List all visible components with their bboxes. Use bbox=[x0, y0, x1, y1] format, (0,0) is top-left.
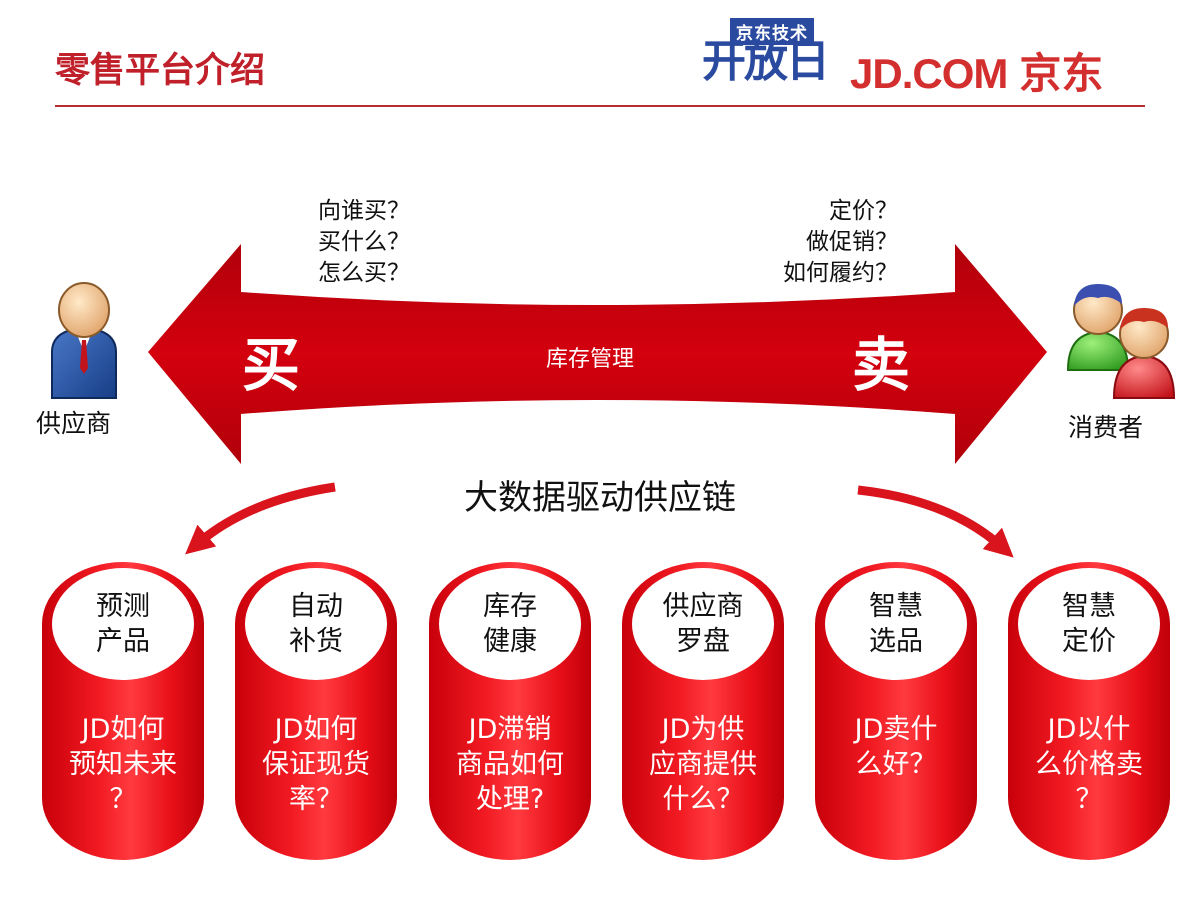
capability-question: JD滞销 商品如何 处理? bbox=[456, 714, 564, 815]
buy-questions: 向谁买？ 买什么？ 怎么买？ bbox=[318, 196, 410, 289]
arrow-buy-label: 买 bbox=[242, 331, 301, 399]
capability-question: JD为供 应商提供 什么？ bbox=[649, 714, 757, 815]
capability-question: JD如何 预知未来 ？ bbox=[69, 714, 177, 815]
logo-jd-cn: 京东 bbox=[1019, 49, 1104, 98]
capability-question: JD卖什 么好？ bbox=[854, 714, 938, 780]
consumer-label: 消费者 bbox=[1068, 413, 1144, 442]
capability-name: 供应商 罗盘 bbox=[632, 568, 774, 680]
capability-name: 预测 产品 bbox=[52, 568, 194, 680]
capability-name: 智慧 定价 bbox=[1018, 568, 1160, 680]
capability-pill: 智慧 定价 JD以什 么价格卖 ？ bbox=[1008, 562, 1170, 860]
supplier-label: 供应商 bbox=[36, 409, 112, 438]
logo-jd-en: JD.COM bbox=[850, 50, 1008, 97]
buy-question-item: 买什么？ bbox=[318, 229, 410, 255]
supplier-person-icon bbox=[51, 282, 117, 399]
center-title: 大数据驱动供应链 bbox=[464, 478, 736, 518]
sell-question-item: 如何履约？ bbox=[783, 260, 898, 286]
logo-open-day-big-text: 开放日 bbox=[702, 36, 830, 87]
capability-pill: 供应商 罗盘 JD为供 应商提供 什么？ bbox=[622, 562, 784, 860]
curved-arrow-right bbox=[857, 485, 1014, 558]
sell-question-item: 做促销？ bbox=[806, 229, 898, 255]
curved-arrow-left bbox=[185, 482, 336, 555]
capability-question: JD如何 保证现货 率？ bbox=[262, 714, 370, 815]
header-divider bbox=[55, 105, 1145, 107]
arrow-sell-label: 卖 bbox=[852, 331, 911, 399]
capability-pill: 自动 补货 JD如何 保证现货 率？ bbox=[235, 562, 397, 860]
double-arrow-shape bbox=[148, 244, 1047, 464]
capability-name: 自动 补货 bbox=[245, 568, 387, 680]
capability-question: JD以什 么价格卖 ？ bbox=[1035, 714, 1143, 815]
arrow-center-label: 库存管理 bbox=[545, 347, 634, 372]
page-title: 零售平台介绍 bbox=[55, 51, 266, 91]
buy-question-item: 向谁买？ bbox=[318, 198, 410, 224]
sell-questions: 定价？ 做促销？ 如何履约？ bbox=[740, 196, 898, 289]
capability-pill: 智慧 选品 JD卖什 么好？ bbox=[815, 562, 977, 860]
buy-question-item: 怎么买？ bbox=[318, 260, 410, 286]
jd-open-day-logo: 京东技术 开放日 bbox=[700, 18, 835, 90]
sell-question-item: 定价？ bbox=[829, 198, 898, 224]
logo-open-day-small-text: 京东技术 bbox=[730, 18, 814, 45]
capability-name: 库存 健康 bbox=[439, 568, 581, 680]
capability-pill: 预测 产品 JD如何 预知未来 ？ bbox=[42, 562, 204, 860]
capability-name: 智慧 选品 bbox=[825, 568, 967, 680]
capability-pill: 库存 健康 JD滞销 商品如何 处理? bbox=[429, 562, 591, 860]
consumer-people-icon bbox=[1066, 284, 1176, 399]
